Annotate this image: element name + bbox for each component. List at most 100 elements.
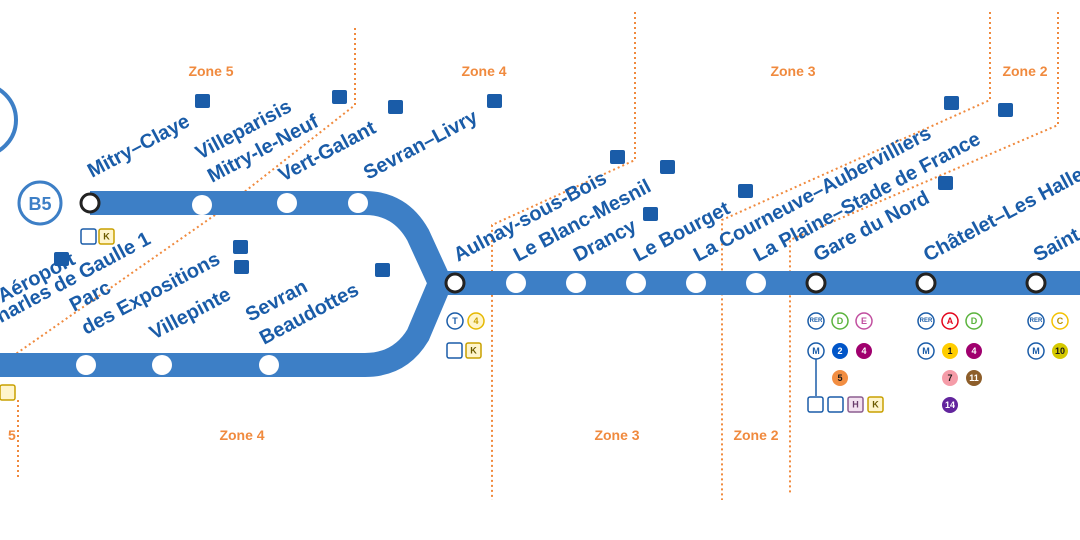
rer-icon: [1027, 312, 1045, 330]
accessible-icon: [233, 240, 248, 254]
accessible-icon: [938, 176, 953, 190]
zone-boundaries: [0, 12, 1059, 500]
zone-label-4-bottom: Zone 4: [219, 427, 264, 443]
zone-label-3: Zone 3: [770, 63, 815, 79]
station-dot-villeparisis[interactable]: [192, 195, 212, 215]
metro-label: M: [1032, 346, 1040, 356]
line-k-label: K: [872, 400, 879, 410]
zone-label-5-bottom: 5: [8, 427, 16, 443]
bus-icon: [80, 228, 97, 245]
station-dot-villepinte[interactable]: [152, 355, 172, 375]
zone-label-5: Zone 5: [188, 63, 233, 79]
station-dot-le-blanc-mesnil[interactable]: [506, 273, 526, 293]
rer-d-badge: [965, 312, 983, 330]
accessible-icon: [54, 252, 69, 266]
metro-10-label: 10: [1055, 346, 1065, 356]
metro-7-badge: [942, 370, 958, 386]
line-logo-partial: [0, 87, 18, 153]
metro-1-label: 1: [947, 346, 952, 356]
accessible-icon: [998, 103, 1013, 117]
metro-4-badge: [856, 343, 872, 359]
tram-label: T: [452, 316, 458, 326]
metro-4-label: 4: [971, 346, 976, 356]
bus-icon: [446, 342, 463, 359]
station-dot-vert-galant[interactable]: [277, 193, 297, 213]
accessible-icon: [738, 184, 753, 198]
metro-2-label: 2: [837, 346, 842, 356]
line-badge: B5: [17, 180, 63, 226]
station-label-mitry-claye[interactable]: Mitry–Claye: [84, 110, 193, 182]
north-branch: Mitry–Claye Villeparisis Mitry-le-Neuf V…: [79, 90, 502, 245]
metro-icon: [1027, 342, 1045, 360]
zone-boundary-3-2: [721, 12, 991, 500]
zone-boundary-2-1: [789, 12, 1059, 495]
station-label-sevran-livry[interactable]: Sevran–Livry: [360, 106, 482, 185]
accessible-icon: [332, 90, 347, 104]
rer-d-label: D: [971, 316, 978, 326]
rer-e-label: E: [861, 316, 867, 326]
rer-e-badge: [855, 312, 873, 330]
accessible-icon: [944, 96, 959, 110]
metro-14-label: 14: [945, 400, 955, 410]
bus-icon: [807, 396, 824, 413]
accessible-icon: [234, 260, 249, 274]
metro-label: M: [922, 346, 930, 356]
correspondences-aulnay: T 4 K: [446, 312, 485, 359]
station-dot-chatelet[interactable]: [915, 272, 937, 294]
tram-4-badge: [467, 312, 485, 330]
metro-4-badge: [966, 343, 982, 359]
accessible-icon: [610, 150, 625, 164]
zone-label-2-bottom: Zone 2: [733, 427, 778, 443]
metro-1-badge: [942, 343, 958, 359]
rer-label: RER: [920, 318, 933, 324]
zone-boundary-4-3: [491, 12, 636, 500]
station-label-saint[interactable]: Saint: [1030, 224, 1080, 267]
metro-icon: [917, 342, 935, 360]
rer-icon: [807, 312, 825, 330]
metro-11-badge: [966, 370, 982, 386]
station-dot-sevran-livry[interactable]: [348, 193, 368, 213]
station-dot-parc-des-expositions[interactable]: [76, 355, 96, 375]
line-k-label: K: [470, 346, 477, 356]
line-k-label: K: [103, 232, 110, 242]
zone-boundary-5-4-north: [0, 28, 356, 366]
rer-c-badge: [1051, 312, 1069, 330]
zone-label-4: Zone 4: [461, 63, 506, 79]
accessible-icon: [195, 94, 210, 108]
line-badge-circle: [17, 180, 63, 226]
rer-label: RER: [810, 318, 823, 324]
south-branch-track: [0, 278, 452, 377]
metro-4-label: 4: [861, 346, 866, 356]
zone-label-2: Zone 2: [1002, 63, 1047, 79]
station-dot-la-courneuve[interactable]: [686, 273, 706, 293]
station-dot-drancy[interactable]: [566, 273, 586, 293]
station-dot-aulnay-sous-bois[interactable]: [444, 272, 466, 294]
metro-14-badge: [942, 397, 958, 413]
station-dot-sevran-beaudottes[interactable]: [259, 355, 279, 375]
line-h-label: H: [852, 400, 859, 410]
station-dot-saint[interactable]: [1025, 272, 1047, 294]
zone-label-3-bottom: Zone 3: [594, 427, 639, 443]
metro-7-label: 7: [947, 373, 952, 383]
metro-10-badge: [1052, 343, 1068, 359]
station-dot-gare-du-nord[interactable]: [805, 272, 827, 294]
station-dot-mitry-claye[interactable]: [79, 192, 101, 214]
line-badge-label: B5: [28, 194, 51, 214]
metro-label: M: [812, 346, 820, 356]
line-h-badge: [847, 396, 864, 413]
rer-icon: [917, 312, 935, 330]
correspondences-gare-du-nord: RER D E M 2 4 5 H K: [807, 312, 884, 413]
station-dot-la-plaine[interactable]: [746, 273, 766, 293]
rer-d-badge: [831, 312, 849, 330]
partial-badge: [0, 384, 16, 401]
metro-2-badge: [832, 343, 848, 359]
rer-c-label: C: [1057, 316, 1064, 326]
station-dot-le-bourget[interactable]: [626, 273, 646, 293]
line-k-badge: [465, 342, 482, 359]
trunk: Aulnay-sous-Bois Le Blanc-Mesnil Drancy …: [444, 96, 1080, 413]
accessible-icon: [660, 160, 675, 174]
correspondences-chatelet: RER A D M 1 4 7 11 14: [917, 312, 983, 413]
rer-a-badge: [941, 312, 959, 330]
